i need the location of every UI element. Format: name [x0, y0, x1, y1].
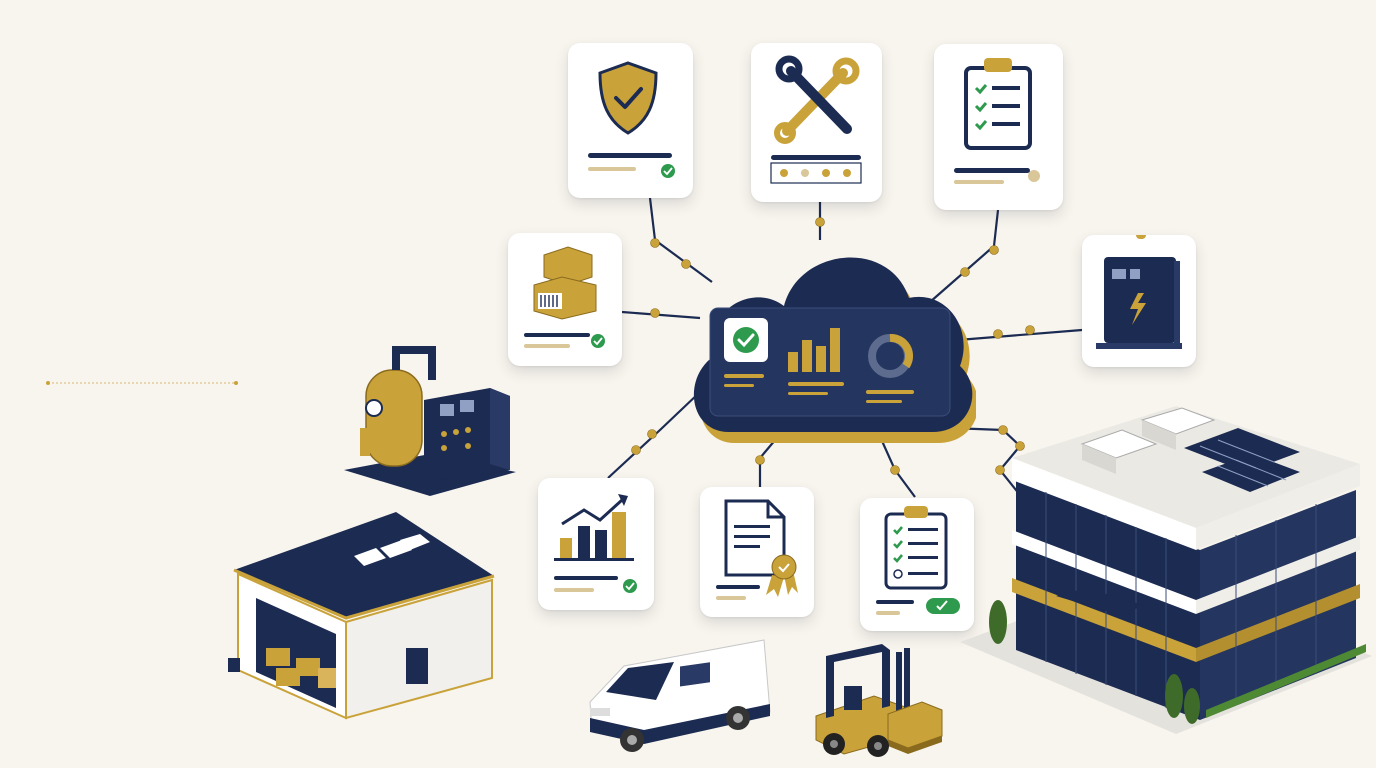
card-checklist: [934, 44, 1063, 210]
card-growth: [538, 478, 654, 610]
wrench-screwdriver-icon: [770, 55, 862, 184]
card-inventory: [508, 233, 622, 366]
donut-chart-icon: [868, 334, 914, 378]
card-tasks: [860, 498, 974, 631]
clipboard-checklist-icon: [954, 58, 1040, 184]
card-power-panel: [1082, 235, 1196, 367]
card-security: [568, 43, 693, 198]
cloud-icon: [693, 257, 976, 443]
cloud-dashboard: [684, 232, 976, 447]
forklift-icon: [804, 636, 954, 761]
warehouse-icon: [226, 508, 498, 723]
card-certificate: [700, 487, 814, 617]
bar-chart-icon: [788, 328, 840, 372]
card-maintenance: [751, 43, 882, 202]
certificate-document-icon: [716, 499, 798, 600]
office-building-icon: [956, 400, 1376, 760]
boxes-barcode-icon: [524, 246, 605, 348]
clipboard-tasks-icon: [876, 506, 960, 615]
decorative-dotted-line: [46, 381, 238, 385]
trending-chart-icon: [554, 494, 637, 593]
electrical-panel-icon: [1096, 235, 1182, 349]
boiler-icon: [340, 340, 520, 500]
check-icon: [724, 318, 768, 362]
van-icon: [584, 632, 774, 757]
shield-check-icon: [588, 61, 675, 178]
